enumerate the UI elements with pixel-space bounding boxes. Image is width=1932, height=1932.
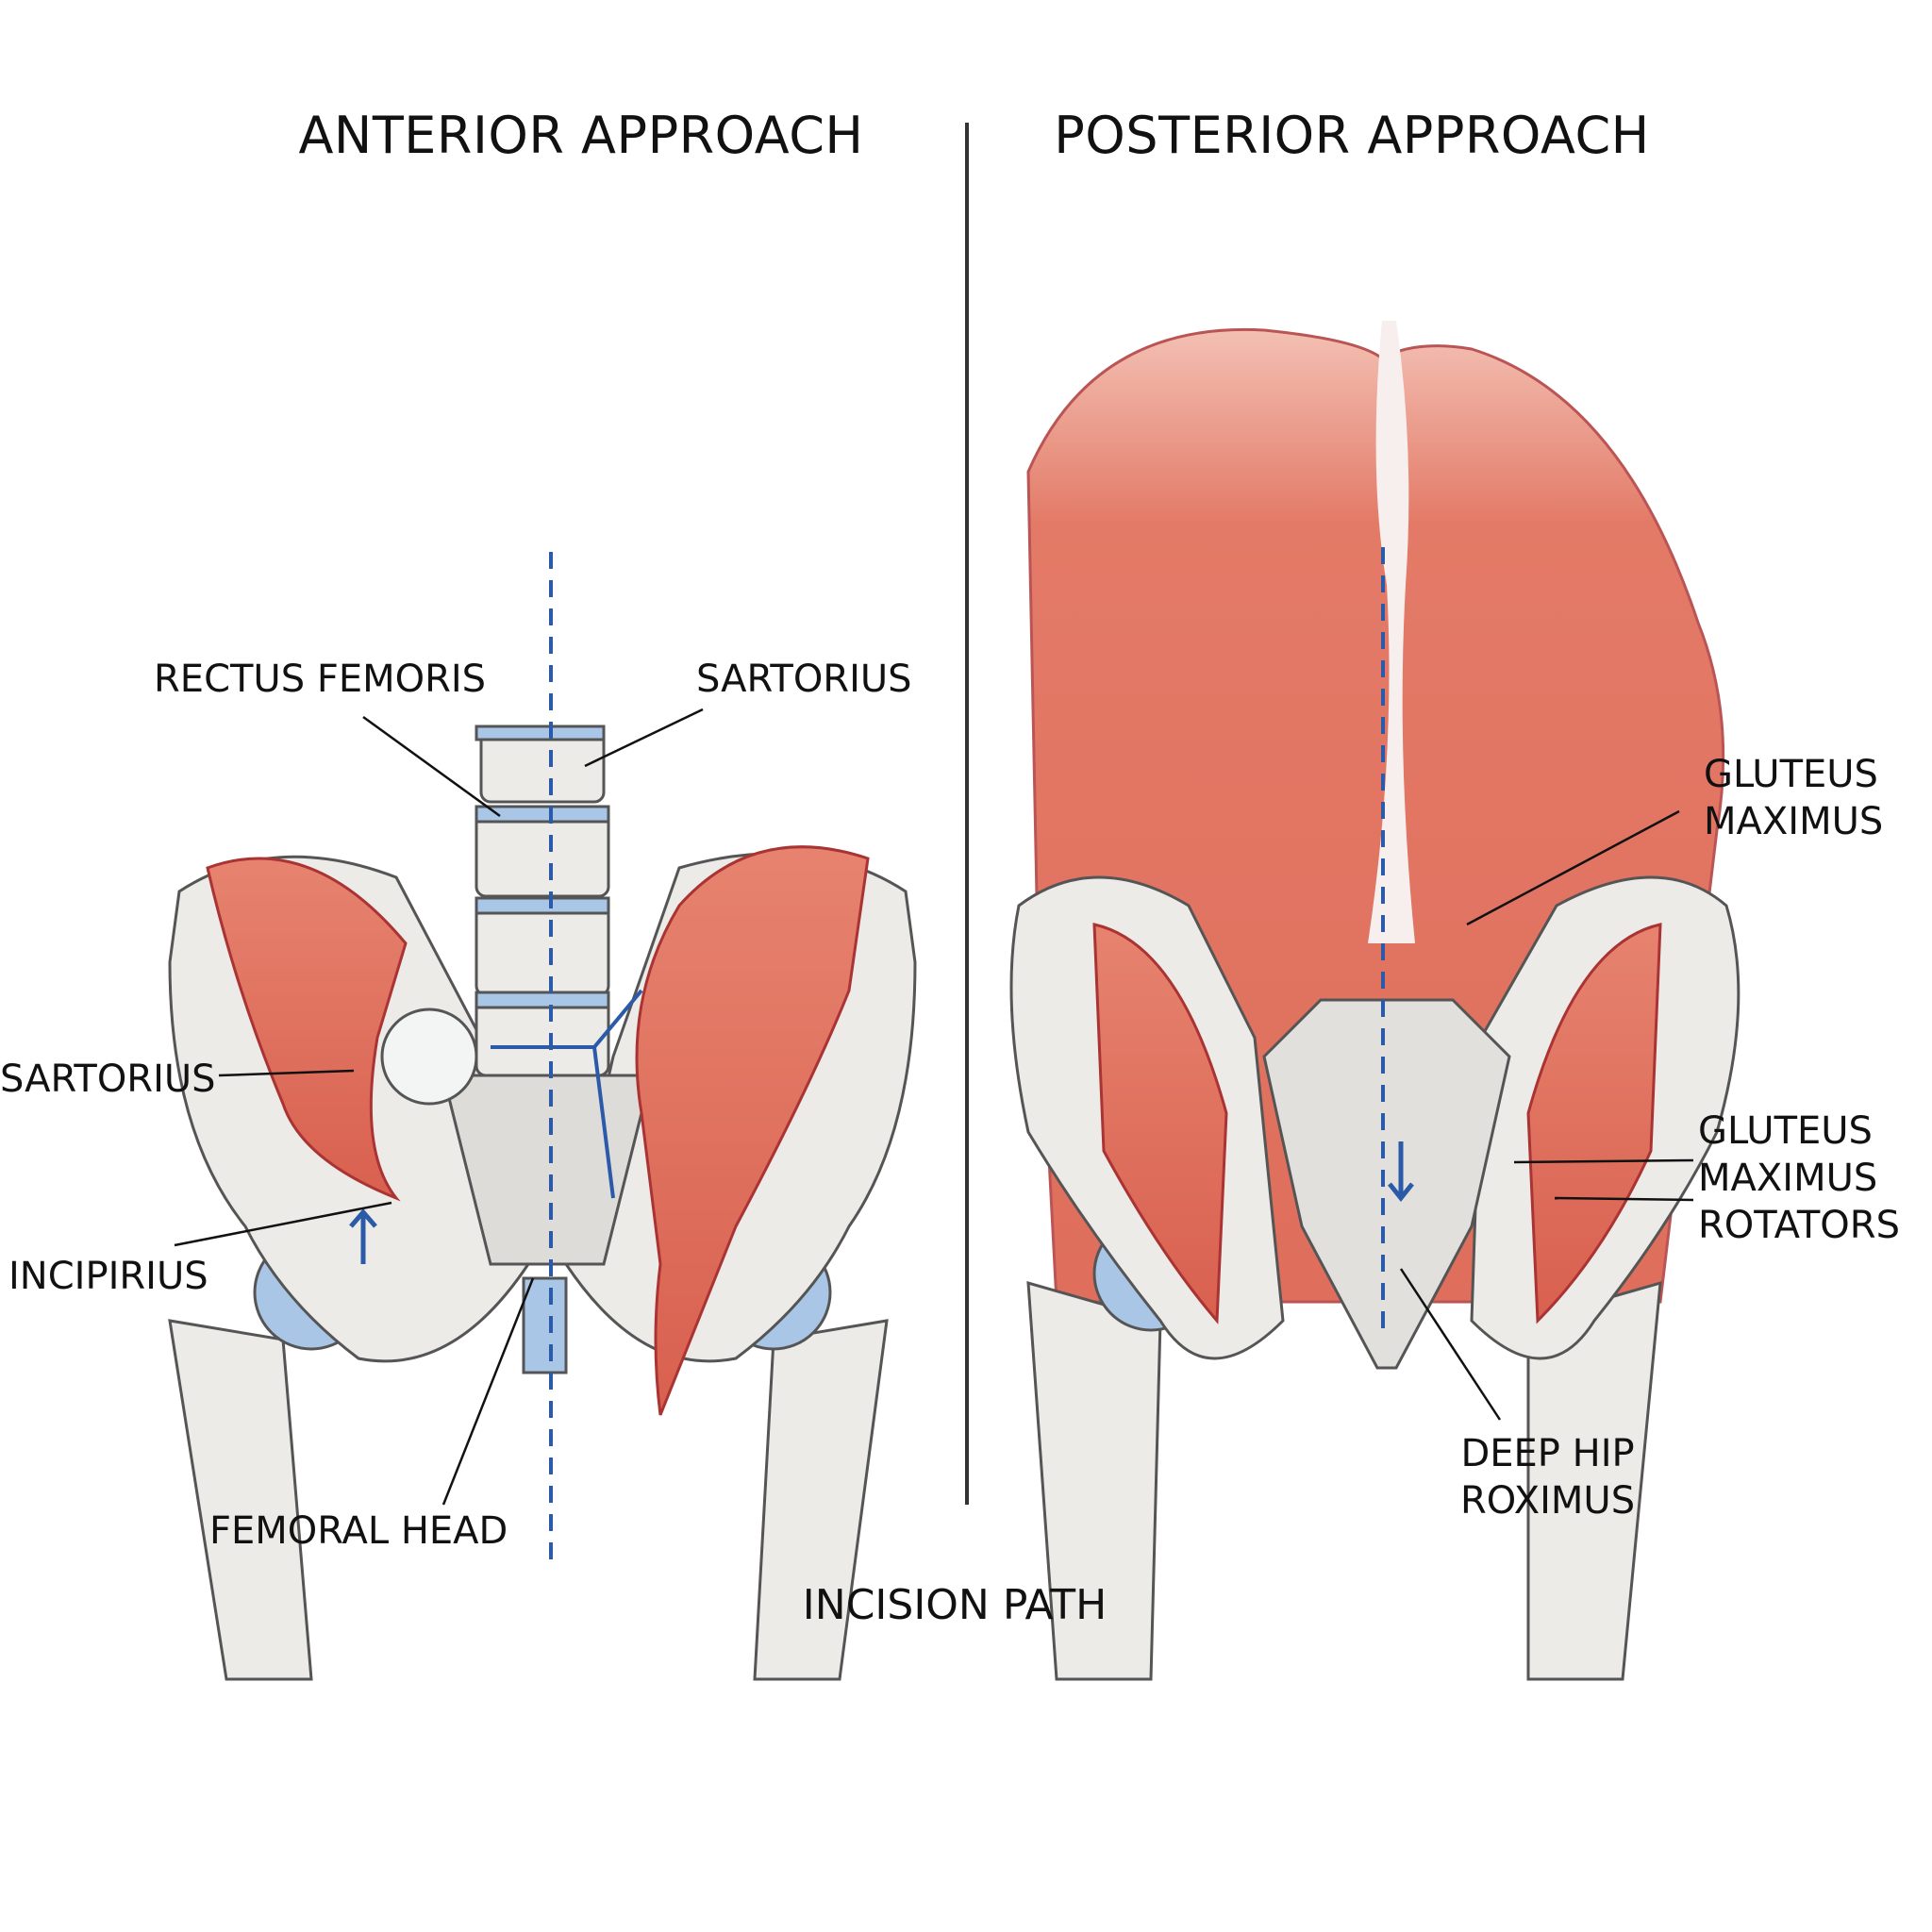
- label-deep-hip-roximus: DEEP HIP ROXIMUS: [1460, 1430, 1635, 1524]
- label-line: MAXIMUS: [1704, 800, 1884, 843]
- label-gluteus-maximus-rotators: GLUTEUS MAXIMUS ROTATORS: [1698, 1108, 1900, 1249]
- posterior-pelvis: [1009, 321, 1740, 1681]
- anterior-pelvis: [168, 724, 917, 1681]
- anterior-leader-lines: [174, 708, 704, 1506]
- posterior-approach-title: POSTERIOR APPROACH: [1054, 106, 1650, 165]
- posterior-leader-lines: [1399, 809, 1694, 1421]
- label-femoral-head: FEMORAL HEAD: [209, 1509, 508, 1553]
- label-gluteus-maximus: GLUTEUS MAXIMUS: [1704, 751, 1883, 845]
- label-line: GLUTEUS: [1698, 1109, 1873, 1153]
- label-sartorius-left: SARTORIUS: [0, 1058, 216, 1101]
- label-line: DEEP HIP: [1460, 1432, 1635, 1475]
- label-line: GLUTEUS: [1704, 753, 1878, 796]
- label-line: MAXIMUS: [1698, 1157, 1878, 1200]
- anterior-approach-title: ANTERIOR APPROACH: [298, 106, 864, 165]
- label-line: ROXIMUS: [1460, 1479, 1636, 1523]
- label-line: ROTATORS: [1698, 1204, 1900, 1247]
- label-incision-path: INCISION PATH: [802, 1581, 1108, 1629]
- label-sartorius-top: SARTORIUS: [696, 658, 912, 701]
- label-rectus-femoris: RECTUS FEMORIS: [154, 658, 487, 701]
- label-incipirius: INCIPIRIUS: [8, 1255, 208, 1298]
